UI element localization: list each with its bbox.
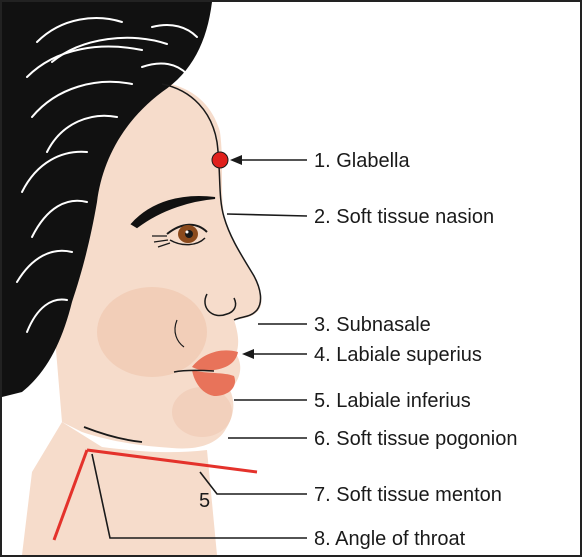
label-soft-tissue-menton: 7. Soft tissue menton [314,484,502,506]
label-soft-tissue-pogonion: 6. Soft tissue pogonion [314,428,517,450]
glabella-dot [212,152,228,168]
label-soft-tissue-nasion: 2. Soft tissue nasion [314,206,494,228]
label-glabella: 1. Glabella [314,150,410,172]
label-angle-of-throat: 8. Angle of throat [314,528,466,550]
label-subnasale: 3. Subnasale [314,314,431,336]
label-labiale-superius: 4. Labiale superius [314,344,482,366]
angle-label: 5 [199,490,210,512]
label-labiale-inferius: 5. Labiale inferius [314,390,471,412]
cheek-shading [97,287,207,377]
